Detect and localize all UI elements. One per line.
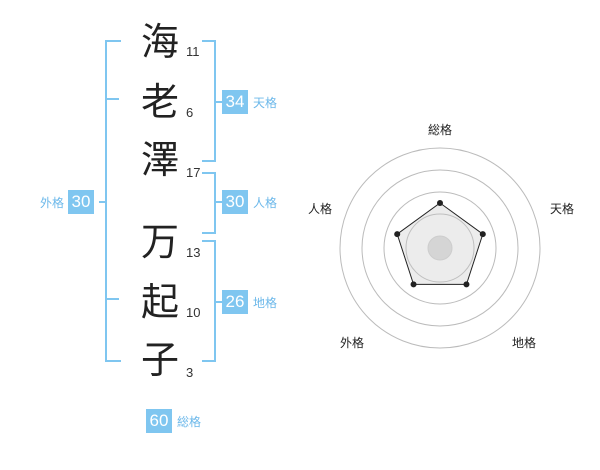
radar-point — [463, 281, 470, 288]
jinkaku-label: 人格 — [253, 195, 278, 210]
jinkaku-badge: 30 人格 — [222, 190, 277, 214]
stroke-count-5: 10 — [186, 305, 201, 320]
chikaku-value: 26 — [222, 290, 248, 314]
radar-point — [479, 231, 486, 238]
chikaku-connector — [214, 301, 222, 303]
tenkaku-value: 34 — [222, 90, 248, 114]
radar-polygon — [396, 202, 484, 285]
tenkaku-connector — [214, 101, 222, 103]
name-char-6: 子 — [140, 338, 179, 382]
jinkaku-connector — [214, 201, 222, 203]
fortune-radar-chart: 総格 天格 地格 外格 人格 — [308, 122, 574, 350]
radar-points — [394, 200, 486, 288]
radar-point — [410, 281, 417, 288]
radar-ring — [361, 169, 519, 327]
stroke-count-2: 6 — [186, 105, 194, 120]
stroke-count-6: 3 — [186, 365, 194, 380]
name-char-5: 起 — [140, 280, 179, 324]
gaikaku-tick-1 — [105, 98, 119, 100]
soukaku-value: 60 — [146, 409, 172, 433]
gaikaku-bracket — [105, 40, 121, 362]
soukaku-label: 総格 — [177, 414, 202, 429]
name-char-3: 澤 — [140, 138, 179, 182]
soukaku-badge: 60 総格 — [146, 409, 201, 433]
radar-point — [394, 231, 401, 238]
radar-label-bottom-right: 地格 — [512, 335, 536, 350]
name-char-4: 万 — [140, 220, 179, 264]
radar-label-top: 総格 — [428, 122, 452, 137]
tenkaku-badge: 34 天格 — [222, 90, 277, 114]
jinkaku-bracket — [202, 172, 216, 234]
radar-label-bottom-left: 外格 — [340, 335, 364, 350]
gaikaku-label: 外格 — [40, 195, 65, 210]
stroke-count-3: 17 — [186, 165, 201, 180]
stroke-count-4: 13 — [186, 245, 201, 260]
name-char-2: 老 — [140, 80, 179, 124]
tenkaku-label: 天格 — [253, 95, 278, 110]
chikaku-label: 地格 — [253, 295, 278, 310]
radar-ring — [427, 235, 453, 261]
radar-ring — [405, 213, 475, 283]
gaikaku-tick-2 — [105, 298, 119, 300]
gaikaku-value: 30 — [68, 190, 95, 214]
radar-label-left: 人格 — [308, 201, 332, 216]
radar-ring — [383, 191, 497, 305]
name-char-1: 海 — [140, 20, 179, 64]
radar-rings — [339, 147, 541, 349]
gaikaku-badge: 外格 30 — [40, 190, 95, 214]
radar-ring — [339, 147, 541, 349]
chikaku-badge: 26 地格 — [222, 290, 277, 314]
radar-label-right: 天格 — [550, 201, 574, 216]
jinkaku-value: 30 — [222, 190, 248, 214]
stroke-count-1: 11 — [186, 44, 200, 59]
gaikaku-connector — [99, 201, 107, 203]
radar-point — [437, 200, 443, 206]
